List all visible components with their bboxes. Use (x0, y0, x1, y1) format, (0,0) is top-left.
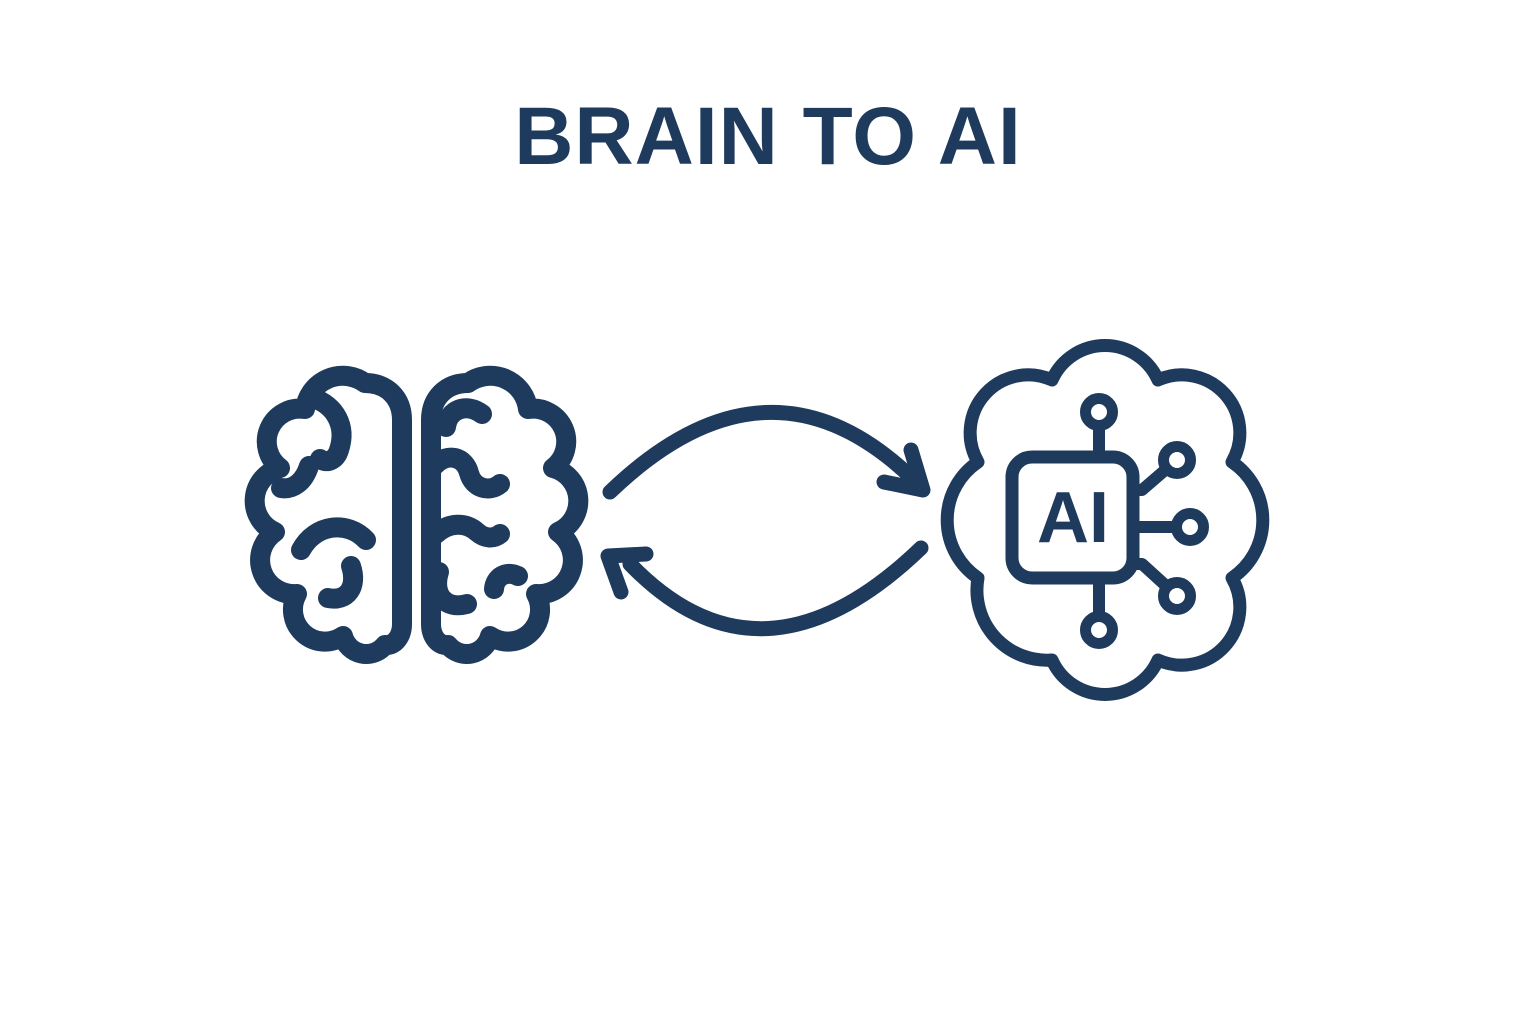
ai-chip-label: AI (1037, 478, 1109, 558)
brain-gyrus (271, 456, 319, 499)
brain-gyrus (436, 398, 492, 437)
circuit-trace-right-lower (1127, 558, 1170, 590)
circuit-node (1158, 441, 1196, 479)
brain-gyrus (426, 514, 510, 548)
circuit-node (1171, 508, 1209, 546)
circuit-trace-right-upper (1127, 465, 1170, 496)
brain-icon-svg (244, 365, 589, 664)
brain-gyrus (427, 562, 477, 616)
cloud-outline (940, 339, 1270, 701)
circuit-node (1158, 577, 1196, 615)
brain-left-hemisphere (244, 365, 412, 664)
arrow-bottom-head (600, 546, 654, 600)
arrow-top-curve (602, 405, 922, 500)
brain-gyrus (291, 517, 376, 560)
ai-chip-cloud-svg: AI (940, 339, 1270, 701)
brain-gyrus (318, 556, 364, 609)
circuit-node (1080, 611, 1118, 649)
brain-right-hemisphere (421, 365, 589, 664)
arrow-bottom-curve (622, 540, 929, 637)
ai-chip-body (1005, 450, 1140, 585)
cycle-arrows-svg (600, 405, 931, 637)
circuit-node (1080, 393, 1118, 431)
brain-gyrus (484, 563, 528, 599)
brain-icon (235, 336, 595, 696)
cycle-arrows-icon (600, 400, 940, 640)
brain-gyrus (425, 447, 510, 499)
ai-chip-cloud-icon: AI (935, 330, 1275, 710)
brain-gyrus (303, 388, 352, 472)
arrow-top-head (876, 442, 931, 498)
page-title: BRAIN TO AI (514, 91, 1022, 182)
